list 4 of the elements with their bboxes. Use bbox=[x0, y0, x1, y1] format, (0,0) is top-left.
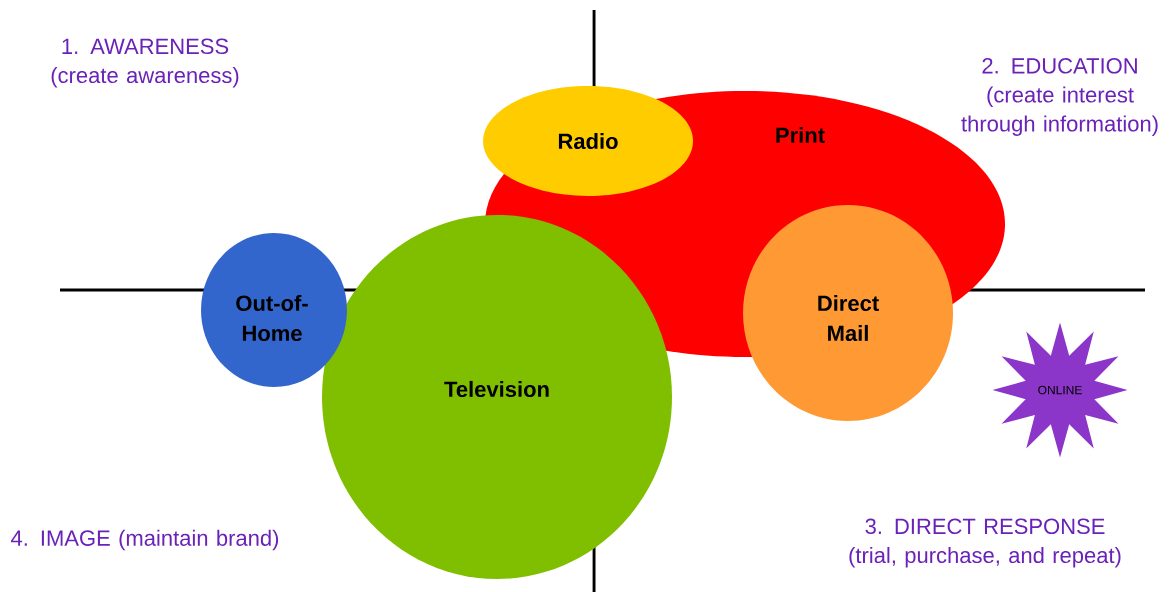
quadrant-label: 1. AWARENESS (create awareness) bbox=[51, 38, 239, 88]
starburst: ONLINE bbox=[992, 322, 1128, 458]
quadrant-label: 4. IMAGE (maintain brand) bbox=[11, 529, 279, 551]
quadrant-label: 3. DIRECT RESPONSE (trial, purchase, and repeat) bbox=[849, 518, 1121, 568]
